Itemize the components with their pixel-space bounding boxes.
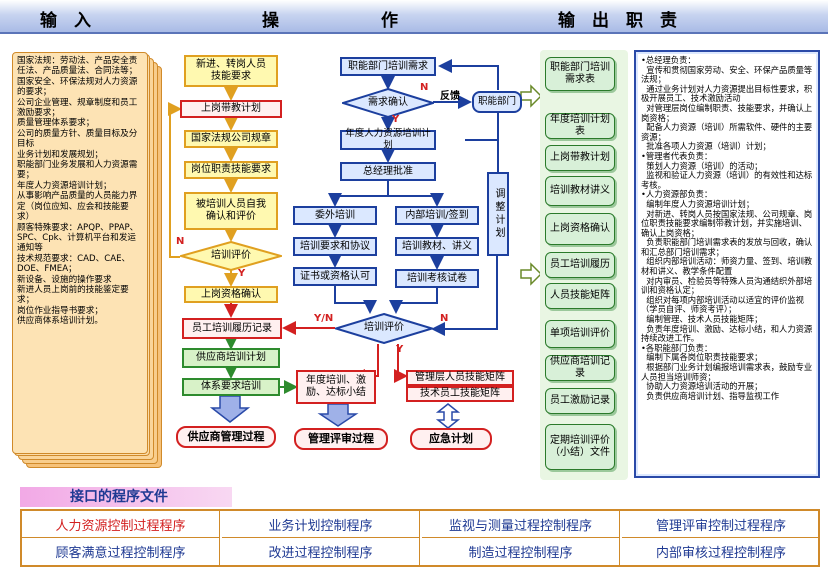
node-tech-matrix: 技术员工技能矩阵: [406, 386, 514, 402]
node-req-agree: 培训要求和协议: [293, 237, 377, 256]
output-doc: 培训教材讲义: [545, 176, 615, 206]
node-mgmt-matrix: 管理层人员技能矩阵: [406, 370, 514, 386]
node-train-eval-left: 培训评价: [180, 241, 282, 271]
label-n-right: N: [440, 313, 449, 324]
interface-cell[interactable]: 内部审核过程控制程序: [655, 546, 786, 561]
node-exam: 培训考核试卷: [395, 269, 479, 288]
node-func-dept: 职能部门: [472, 91, 522, 113]
label-y-left: Y: [238, 268, 246, 279]
need-confirm-label: 需求确认: [368, 97, 408, 108]
duties-text: •总经理负责： 宣传和贯彻国家劳动、安全、环保产品质量等法规； 通过业务计划对人…: [638, 54, 816, 474]
train-eval-centre-label: 培训评价: [364, 322, 404, 333]
interface-cell[interactable]: 业务计划控制程序: [222, 511, 420, 538]
node-onjob-cert: 上岗资格确认: [184, 286, 278, 303]
node-ext-train: 委外培训: [293, 206, 377, 225]
node-int-train: 内部培训/签到: [395, 206, 479, 225]
node-new-staff-req: 新进、转岗人员技能要求: [184, 55, 278, 87]
node-need-confirm: 需求确认: [342, 88, 434, 118]
header-operation: 操 作: [262, 11, 398, 31]
label-n-left: N: [176, 236, 185, 247]
label-n-top: N: [420, 82, 429, 93]
process-review: 管理评审过程: [294, 428, 388, 450]
output-doc: 员工培训履历: [545, 252, 615, 278]
label-yn: Y/N: [314, 313, 334, 324]
interface-table: [20, 509, 820, 567]
node-gm-approve: 总经理批准: [340, 162, 436, 181]
label-y-bottom: Y: [396, 344, 404, 355]
node-summary: 年度培训、激励、达标小结: [296, 370, 376, 404]
interface-cell[interactable]: 人力资源控制过程程序: [22, 511, 220, 538]
node-reg-norms: 国家法规公司规章: [184, 130, 278, 148]
header-bar: 输 入 操 作 输 出 职 责: [0, 0, 828, 34]
interface-cell[interactable]: 顾客满意过程控制程序: [22, 538, 220, 565]
node-adjust: 调整计划: [487, 172, 509, 256]
output-doc: 年度培训计划表: [545, 113, 615, 139]
node-onjob-plan: 上岗带教计划: [180, 100, 282, 118]
node-self-eval: 被培训人员自我确认和评价: [184, 192, 278, 230]
header-input: 输 入: [40, 11, 91, 31]
interface-cell[interactable]: 监视与测量过程控制程序: [422, 511, 620, 538]
input-text: 国家法规：劳动法、产品安全责任法、产品质量法、合同法等； 国家安全、环保法规对人…: [12, 52, 148, 454]
node-cert: 证书或资格认可: [293, 267, 377, 286]
output-doc: 上岗带教计划: [545, 145, 615, 171]
node-annual-plan: 年度人力资源培训计划: [340, 128, 436, 151]
output-doc: 定期培训评价（小结）文件: [545, 424, 615, 470]
output-doc: 上岗资格确认: [545, 213, 615, 245]
interface-title: 接口的程序文件: [20, 487, 232, 507]
label-feedback: 反馈: [440, 91, 460, 102]
interface-cell[interactable]: 管理评审控制过程程序: [622, 511, 820, 538]
node-record: 员工培训履历记录: [182, 318, 282, 339]
input-stack: 国家法规：劳动法、产品安全责任法、产品质量法、合同法等； 国家安全、环保法规对人…: [12, 52, 164, 470]
interface-cell[interactable]: 改进过程控制程序: [222, 538, 420, 565]
output-doc: 员工激励记录: [545, 388, 615, 414]
label-y-top: Y: [392, 114, 400, 125]
node-post-req: 岗位职责技能要求: [184, 161, 278, 179]
header-output: 输 出 职 责: [558, 11, 677, 31]
output-doc: 单项培训评价: [545, 320, 615, 348]
node-system-train: 体系要求培训: [182, 378, 280, 396]
output-doc: 人员技能矩阵: [545, 283, 615, 309]
node-materials: 培训教材、讲义: [395, 237, 479, 256]
output-doc: 职能部门培训需求表: [545, 57, 615, 91]
node-dept-need: 职能部门培训需求: [340, 57, 436, 76]
adjust-label: 调整计划: [493, 188, 504, 240]
node-train-eval-centre: 培训评价: [335, 313, 433, 344]
duties-panel: •总经理负责： 宣传和贯彻国家劳动、安全、环保产品质量等法规； 通过业务计划对人…: [634, 50, 820, 478]
output-doc: 供应商培训记录: [545, 355, 615, 381]
train-eval-left-label: 培训评价: [211, 250, 251, 261]
process-supplier: 供应商管理过程: [176, 426, 276, 448]
node-supplier-plan: 供应商培训计划: [182, 348, 280, 368]
interface-cell[interactable]: 制造过程控制程序: [422, 538, 620, 565]
process-emergency: 应急计划: [410, 428, 492, 450]
